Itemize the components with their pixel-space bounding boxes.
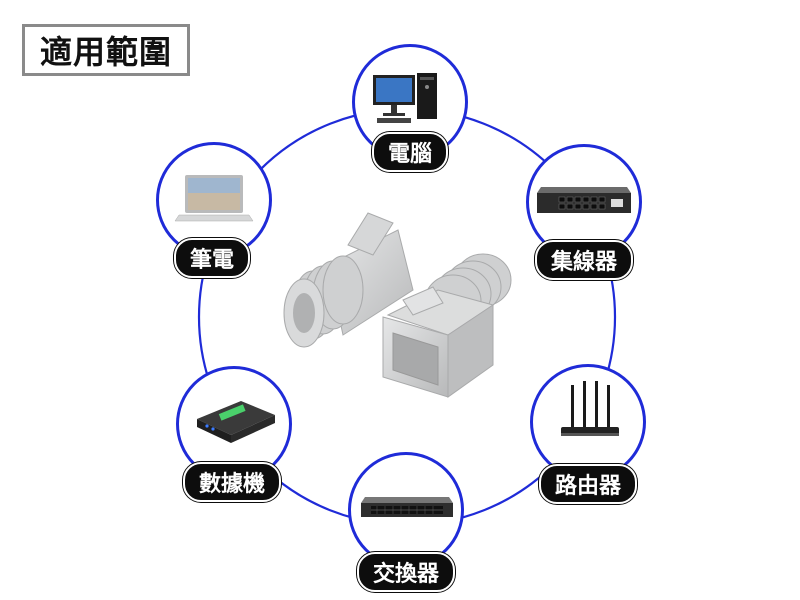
wifi-router-icon	[561, 381, 619, 436]
device-label-router: 路由器	[538, 464, 638, 504]
rj45-boot-icon	[283, 212, 512, 398]
rack-switch-icon	[361, 497, 453, 517]
device-label-laptop: 筆電	[173, 238, 251, 278]
network-hub-icon	[537, 187, 631, 213]
laptop-icon	[174, 175, 254, 222]
device-label-switch: 交換器	[356, 552, 456, 592]
modem-icon	[197, 401, 275, 443]
desktop-computer-icon	[373, 73, 437, 123]
device-label-modem: 數據機	[182, 462, 282, 502]
device-label-computer: 電腦	[371, 132, 449, 172]
device-label-hub: 集線器	[534, 240, 634, 280]
page-title: 適用範圍	[22, 24, 190, 76]
device-node-switch	[348, 452, 464, 568]
device-node-router	[530, 364, 646, 480]
